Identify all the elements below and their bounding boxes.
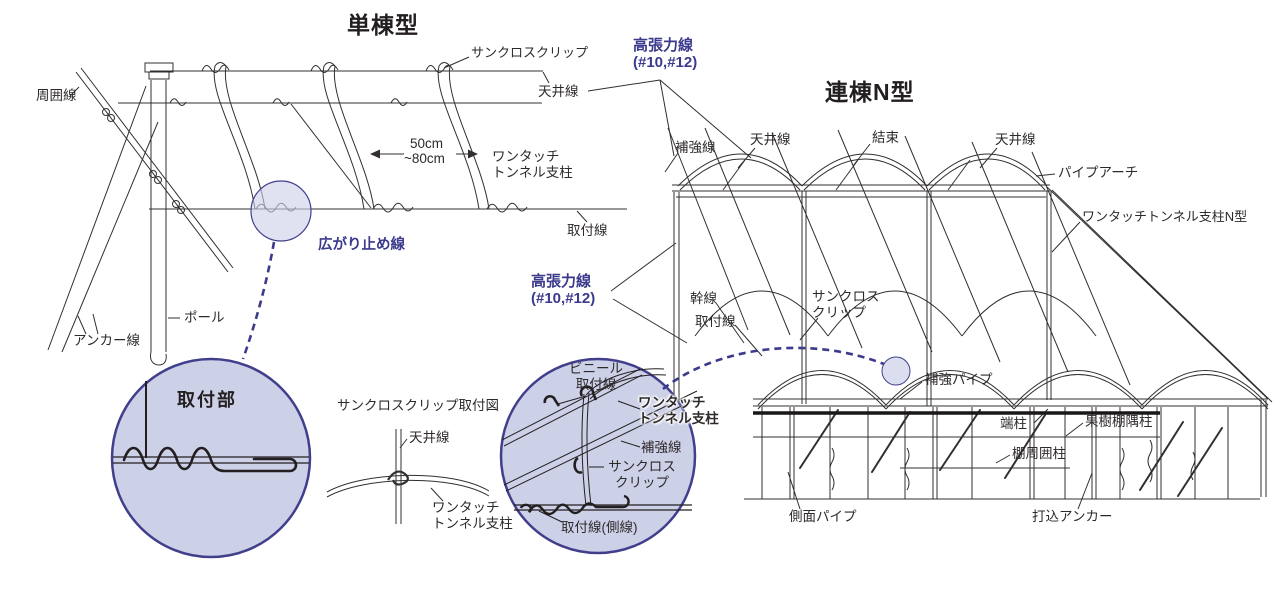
label-end-post: 端柱 bbox=[1000, 416, 1027, 431]
label-perimeter-line: 周囲線 bbox=[36, 88, 77, 103]
side-detail-vinyl-label: ビニール取付線 bbox=[569, 361, 623, 392]
label-attach-wire-right: 取付線 bbox=[695, 314, 736, 329]
side-detail-onetouch-label: ワンタッチトンネル支柱 bbox=[638, 395, 719, 426]
label-main-line: 幹線 bbox=[690, 291, 717, 306]
label-reinforce-wire-right: 補強線 bbox=[675, 140, 716, 155]
clip-figure-title: サンクロスクリップ取付図 bbox=[337, 398, 499, 413]
label-ceiling-line-r1: 天井線 bbox=[750, 132, 791, 147]
side-detail-reinforce-label: 補強線 bbox=[641, 440, 682, 455]
attach-detail-circle bbox=[110, 357, 312, 559]
label-onetouch-support-n-type: ワンタッチトンネル支柱N型 bbox=[1082, 209, 1248, 224]
dimension-arrowheads bbox=[370, 149, 478, 159]
label-dim-50cm: 50cm bbox=[410, 136, 444, 151]
label-ceiling-line-r2: 天井線 bbox=[995, 132, 1036, 147]
right-structure-lines bbox=[664, 127, 1273, 510]
label-side-pipe: 側面パイプ bbox=[789, 509, 857, 524]
label-pipe-arch: パイプアーチ bbox=[1058, 165, 1139, 180]
highlight-circle-left bbox=[250, 180, 312, 242]
clip-figure-onetouch-label: ワンタッチトンネル支柱 bbox=[432, 500, 513, 531]
label-high-tension-bottom: 高張力線(#10,#12) bbox=[531, 273, 596, 308]
label-spread-stop-wire: 広がり止め線 bbox=[318, 237, 405, 253]
label-bundle: 結束 bbox=[872, 130, 899, 145]
label-shelf-perimeter-post: 棚周囲柱 bbox=[1012, 446, 1066, 461]
label-driven-anchor: 打込アンカー bbox=[1032, 509, 1113, 524]
attach-detail-title: 取付部 bbox=[177, 390, 237, 410]
label-anchor-line: アンカー線 bbox=[73, 333, 140, 348]
label-onetouch-support-left: ワンタッチトンネル支柱 bbox=[492, 149, 573, 180]
highlight-circle-right bbox=[881, 356, 911, 386]
left-diagram-title: 単棟型 bbox=[347, 12, 419, 38]
label-suncross-clip-right: サンクロスクリップ bbox=[812, 289, 880, 320]
label-dim-80cm: ~80cm bbox=[404, 151, 445, 166]
clip-attachment-figure bbox=[326, 429, 490, 524]
side-detail-attach-side-label: 取付線(側線) bbox=[561, 520, 638, 535]
label-orchard-corner-post: 果樹棚隅柱 bbox=[1085, 414, 1153, 429]
side-detail-clip-label: サンクロスクリップ bbox=[608, 459, 676, 490]
right-diagram-title: 連棟N型 bbox=[825, 79, 915, 105]
label-pole: ポール bbox=[184, 310, 225, 325]
side-detail-circle bbox=[499, 357, 701, 555]
label-suncross-clip: サンクロスクリップ bbox=[471, 45, 589, 60]
clip-figure-ceiling-label: 天井線 bbox=[409, 430, 450, 445]
detail-callout-dashes bbox=[241, 241, 885, 391]
left-structure-lines bbox=[47, 56, 752, 366]
label-high-tension-top: 高張力線(#10,#12) bbox=[633, 37, 698, 72]
label-reinforce-pipe: 補強パイプ bbox=[925, 372, 993, 387]
label-attach-wire-left: 取付線 bbox=[567, 223, 608, 238]
label-ceiling-line-left: 天井線 bbox=[538, 84, 579, 99]
